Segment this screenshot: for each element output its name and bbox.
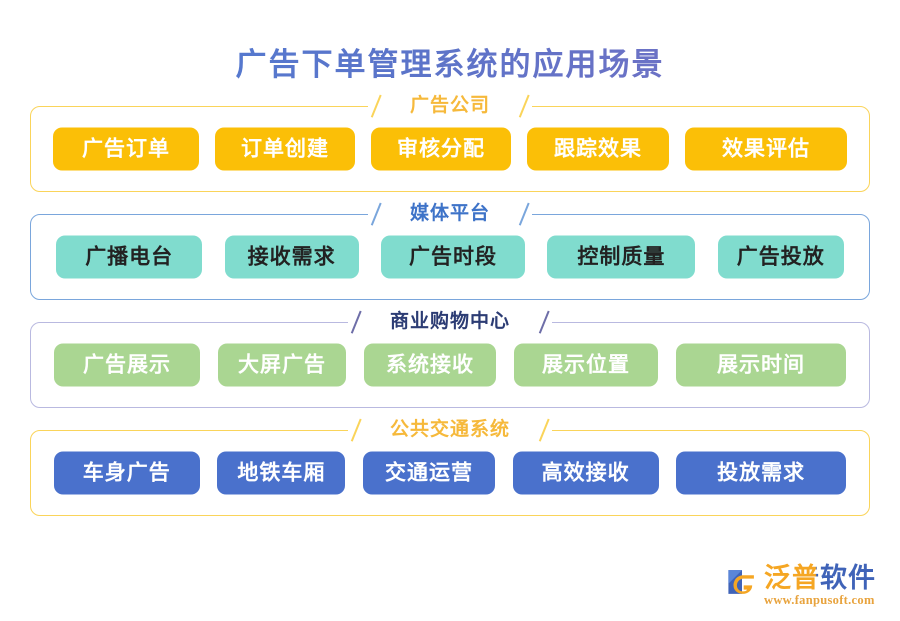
chip-item[interactable]: 审核分配 <box>371 127 511 171</box>
slash-left-icon <box>347 308 364 335</box>
sections-container: 广告公司 广告订单 订单创建 审核分配 跟踪效果 效果评估 媒体平台 广播电台 … <box>0 90 900 516</box>
section-public-transport: 公共交通系统 车身广告 地铁车厢 交通运营 高效接收 投放需求 <box>30 414 870 516</box>
chip-item[interactable]: 地铁车厢 <box>217 451 346 495</box>
chip-row: 广告展示 大屏广告 系统接收 展示位置 展示时间 <box>31 343 869 387</box>
section-shopping-mall: 商业购物中心 广告展示 大屏广告 系统接收 展示位置 展示时间 <box>30 306 870 408</box>
chip-row: 车身广告 地铁车厢 交通运营 高效接收 投放需求 <box>31 451 869 495</box>
chip-item[interactable]: 展示时间 <box>676 343 846 387</box>
chip-item[interactable]: 展示位置 <box>514 343 658 387</box>
section-label-text: 媒体平台 <box>383 198 516 229</box>
slash-left-icon <box>367 200 384 227</box>
slash-right-icon <box>516 92 532 119</box>
section-label-public-transport: 公共交通系统 <box>31 414 869 445</box>
chip-item[interactable]: 高效接收 <box>512 451 659 495</box>
page-title: 广告下单管理系统的应用场景 <box>0 21 900 80</box>
chip-item[interactable]: 订单创建 <box>215 127 355 171</box>
section-label-media-platform: 媒体平台 <box>31 198 869 229</box>
slash-right-icon <box>516 200 532 227</box>
chip-item[interactable]: 投放需求 <box>676 451 847 495</box>
chip-item[interactable]: 广告展示 <box>54 343 200 387</box>
chip-row: 广播电台 接收需求 广告时段 控制质量 广告投放 <box>31 235 869 279</box>
chip-row: 广告订单 订单创建 审核分配 跟踪效果 效果评估 <box>31 127 869 171</box>
section-label-text: 广告公司 <box>383 90 516 121</box>
chip-item[interactable]: 交通运营 <box>362 451 495 495</box>
chip-item[interactable]: 广播电台 <box>56 235 203 279</box>
chip-item[interactable]: 大屏广告 <box>218 343 346 387</box>
slash-left-icon <box>347 416 364 443</box>
section-label-text: 商业购物中心 <box>363 306 536 337</box>
chip-item[interactable]: 控制质量 <box>547 235 696 279</box>
chip-item[interactable]: 系统接收 <box>364 343 496 387</box>
chip-item[interactable]: 广告订单 <box>53 127 199 171</box>
section-label-shopping-mall: 商业购物中心 <box>31 306 869 337</box>
chip-item[interactable]: 接收需求 <box>224 235 359 279</box>
chip-item[interactable]: 广告投放 <box>717 235 844 279</box>
slash-right-icon <box>536 308 552 335</box>
logo-company-name: 泛普软件 <box>764 562 876 593</box>
slash-right-icon <box>536 416 552 443</box>
section-advertising-company: 广告公司 广告订单 订单创建 审核分配 跟踪效果 效果评估 <box>30 90 870 192</box>
chip-item[interactable]: 跟踪效果 <box>527 127 669 171</box>
section-media-platform: 媒体平台 广播电台 接收需求 广告时段 控制质量 广告投放 <box>30 198 870 300</box>
chip-item[interactable]: 车身广告 <box>53 451 200 495</box>
section-label-advertising-company: 广告公司 <box>31 90 869 121</box>
chip-item[interactable]: 广告时段 <box>380 235 525 279</box>
slash-left-icon <box>367 92 384 119</box>
chip-item[interactable]: 效果评估 <box>685 127 847 171</box>
logo-text: 泛普软件 www.fanpusoft.com <box>764 563 876 607</box>
section-label-text: 公共交通系统 <box>363 414 536 445</box>
fanpu-logo-icon <box>728 569 754 594</box>
brand-logo[interactable]: 泛普软件 www.fanpusoft.com <box>725 563 876 609</box>
